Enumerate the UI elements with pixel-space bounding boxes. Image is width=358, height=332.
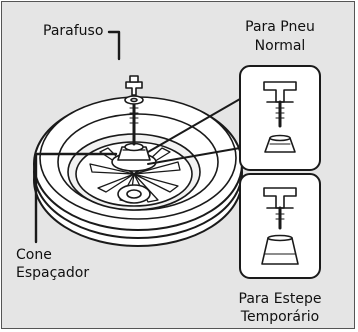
bolt-label: Parafuso [43, 23, 104, 39]
spare-tire-illustration [33, 30, 321, 279]
spare-tire-label-line2: Temporário [240, 309, 320, 325]
cone-leader-line [34, 152, 118, 244]
spare-tire-detail-panel [239, 173, 321, 279]
normal-tire-detail-panel [239, 65, 321, 171]
bolt-leader-line [107, 30, 121, 61]
normal-tire-label-line2: Normal [254, 38, 306, 54]
cone-label-line2: Espaçador [16, 265, 90, 281]
normal-tire-label-line1: Para Pneu [245, 19, 315, 35]
spare-tire-label-line1: Para Estepe [238, 291, 322, 307]
cone-label-line1: Cone [16, 247, 52, 263]
diagram-frame: Parafuso Para Pneu Normal Cone Espaçador… [1, 1, 355, 329]
cone-spacer [111, 142, 157, 172]
bolt [124, 75, 144, 146]
panel-connector-lines [147, 98, 241, 165]
